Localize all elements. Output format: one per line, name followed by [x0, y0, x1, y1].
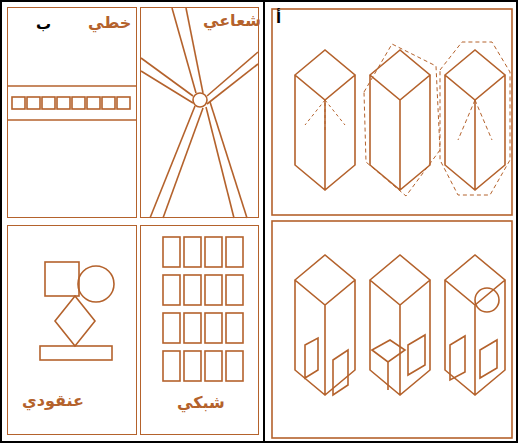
panel-letter: أ	[276, 10, 281, 27]
cube-sketch	[370, 50, 430, 190]
pattern-panel: عنقودي	[7, 225, 137, 435]
pattern-panel: شعاعي	[140, 7, 259, 218]
panel-divider	[263, 1, 265, 442]
panel-letter: ب	[36, 16, 51, 33]
cube-sketch	[295, 50, 355, 190]
cube-sketch	[370, 255, 430, 395]
cube-sketch	[295, 255, 355, 395]
cube-detail	[305, 338, 348, 395]
cube-sketch	[445, 255, 505, 395]
cube-sketch	[445, 50, 505, 190]
grid-pattern	[163, 237, 243, 381]
row-frame	[272, 9, 512, 215]
pattern-panel: شبكي	[140, 225, 259, 435]
panel-title: عنقودي	[22, 392, 84, 410]
row-frame	[272, 221, 512, 438]
radial-pattern	[141, 8, 258, 218]
cube-detail	[372, 335, 425, 390]
cube-detail	[475, 288, 499, 312]
cube-detail	[450, 336, 497, 380]
hidden-lines	[305, 100, 345, 130]
panel-title: خطي	[88, 14, 131, 32]
linear-pattern	[8, 86, 136, 120]
panel-title: شعاعي	[203, 12, 261, 30]
hidden-lines	[364, 44, 440, 196]
panel-title: شبكي	[177, 394, 225, 412]
cluster-pattern	[40, 262, 114, 360]
hidden-lines	[440, 42, 510, 195]
pattern-panel: خطي	[7, 7, 137, 218]
